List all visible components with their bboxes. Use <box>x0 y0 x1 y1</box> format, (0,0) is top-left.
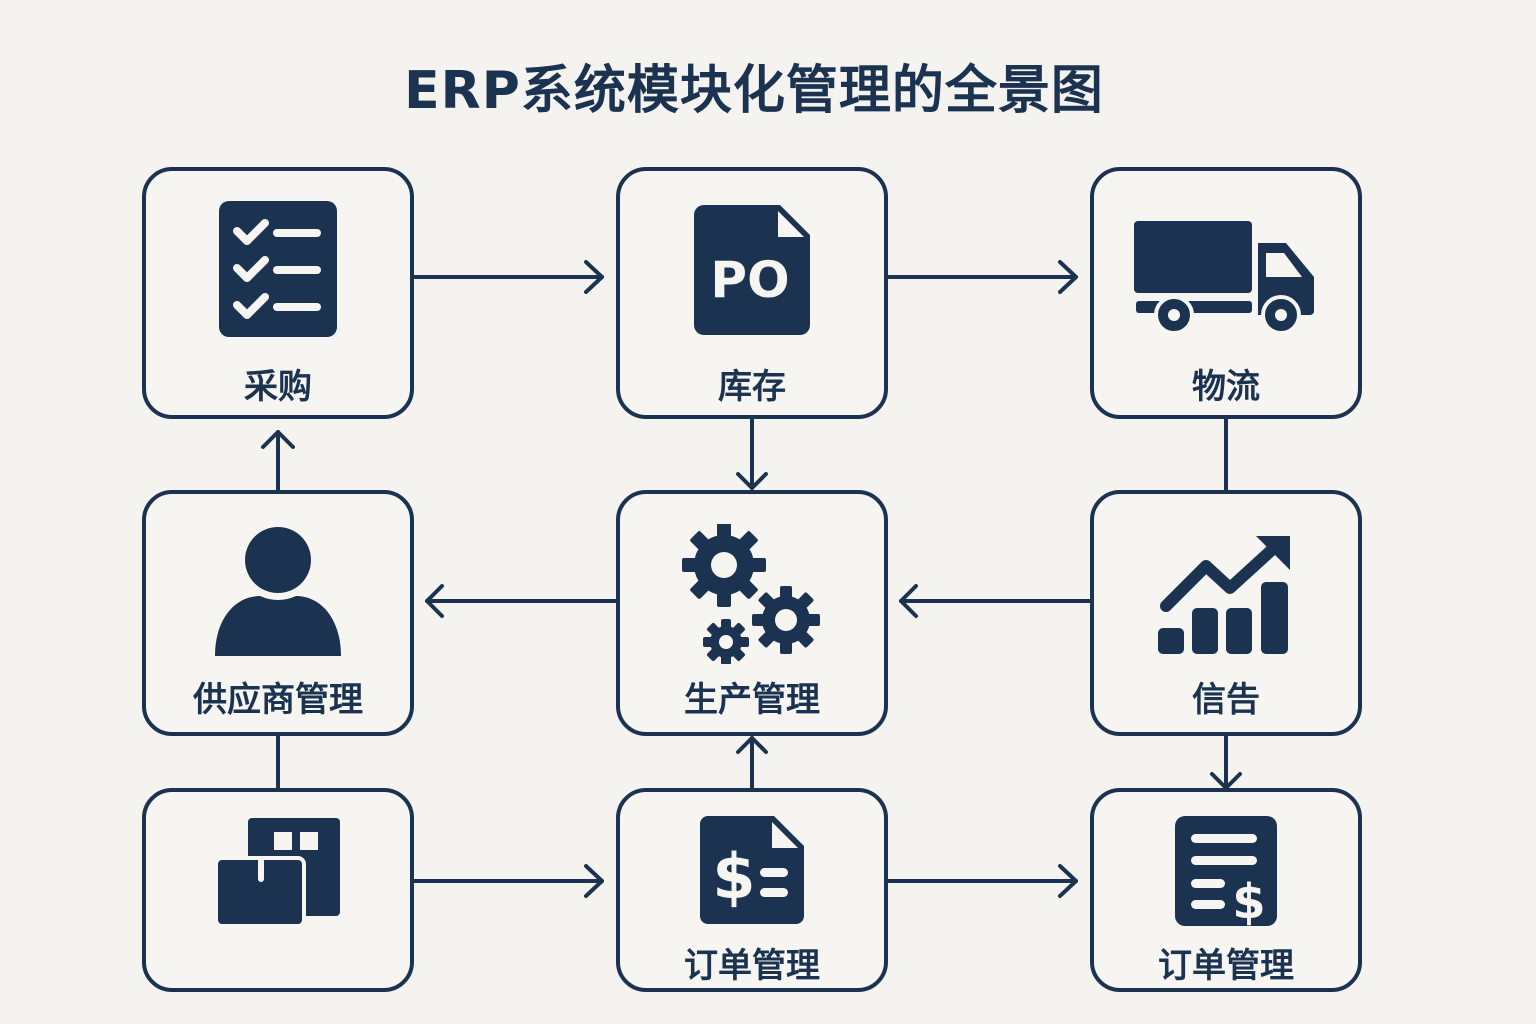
node-label: 订单管理 <box>684 946 820 986</box>
dollar-sign: $ <box>712 840 755 913</box>
node-supplier[interactable]: 供应商管理 <box>142 490 414 736</box>
diagram-title: ERP系统模块化管理的全景图 <box>404 61 1104 121</box>
node-logistics[interactable]: 物流 <box>1090 167 1362 419</box>
edge-order1-production <box>736 736 768 790</box>
edge-order1-order2 <box>884 864 1078 898</box>
node-procurement[interactable]: 采购 <box>142 167 414 419</box>
node-inventory[interactable]: PO 库存 <box>616 167 888 419</box>
boxes-icon <box>216 818 340 926</box>
node-label: 采购 <box>244 367 312 407</box>
invoice-dollar-icon: $ <box>700 816 804 924</box>
node-order-management-1[interactable]: $ 订单管理 <box>616 788 888 992</box>
node-label: 供应商管理 <box>193 680 363 720</box>
edge-supplier-procurement <box>261 430 295 492</box>
node-boxes[interactable] <box>142 788 414 992</box>
checklist-icon <box>219 201 337 337</box>
node-label: 库存 <box>718 367 786 407</box>
node-label: 订单管理 <box>1158 946 1294 986</box>
user-icon <box>215 527 341 656</box>
edge-boxes-order1 <box>410 864 604 898</box>
po-document-icon: PO <box>694 205 810 335</box>
node-production[interactable]: 生产管理 <box>616 490 888 736</box>
edge-inventory-logistics <box>884 260 1078 294</box>
po-text: PO <box>710 251 789 309</box>
node-label: 物流 <box>1192 367 1260 407</box>
edge-inventory-production <box>736 416 768 490</box>
truck-icon <box>1134 221 1314 335</box>
node-order-management-2[interactable]: $ 订单管理 <box>1090 788 1362 992</box>
edge-sales-production <box>899 584 1092 618</box>
node-sales[interactable]: 信告 <box>1090 490 1362 736</box>
node-label: 信告 <box>1192 680 1260 720</box>
bill-dollar-icon: $ <box>1175 816 1277 926</box>
edge-sales-order2 <box>1210 732 1242 790</box>
growth-chart-icon <box>1158 536 1290 654</box>
dollar-sign: $ <box>1232 874 1265 926</box>
gears-icon <box>682 524 820 664</box>
edge-production-supplier <box>425 584 618 618</box>
edge-procurement-inventory <box>410 260 604 294</box>
node-label: 生产管理 <box>684 680 820 720</box>
